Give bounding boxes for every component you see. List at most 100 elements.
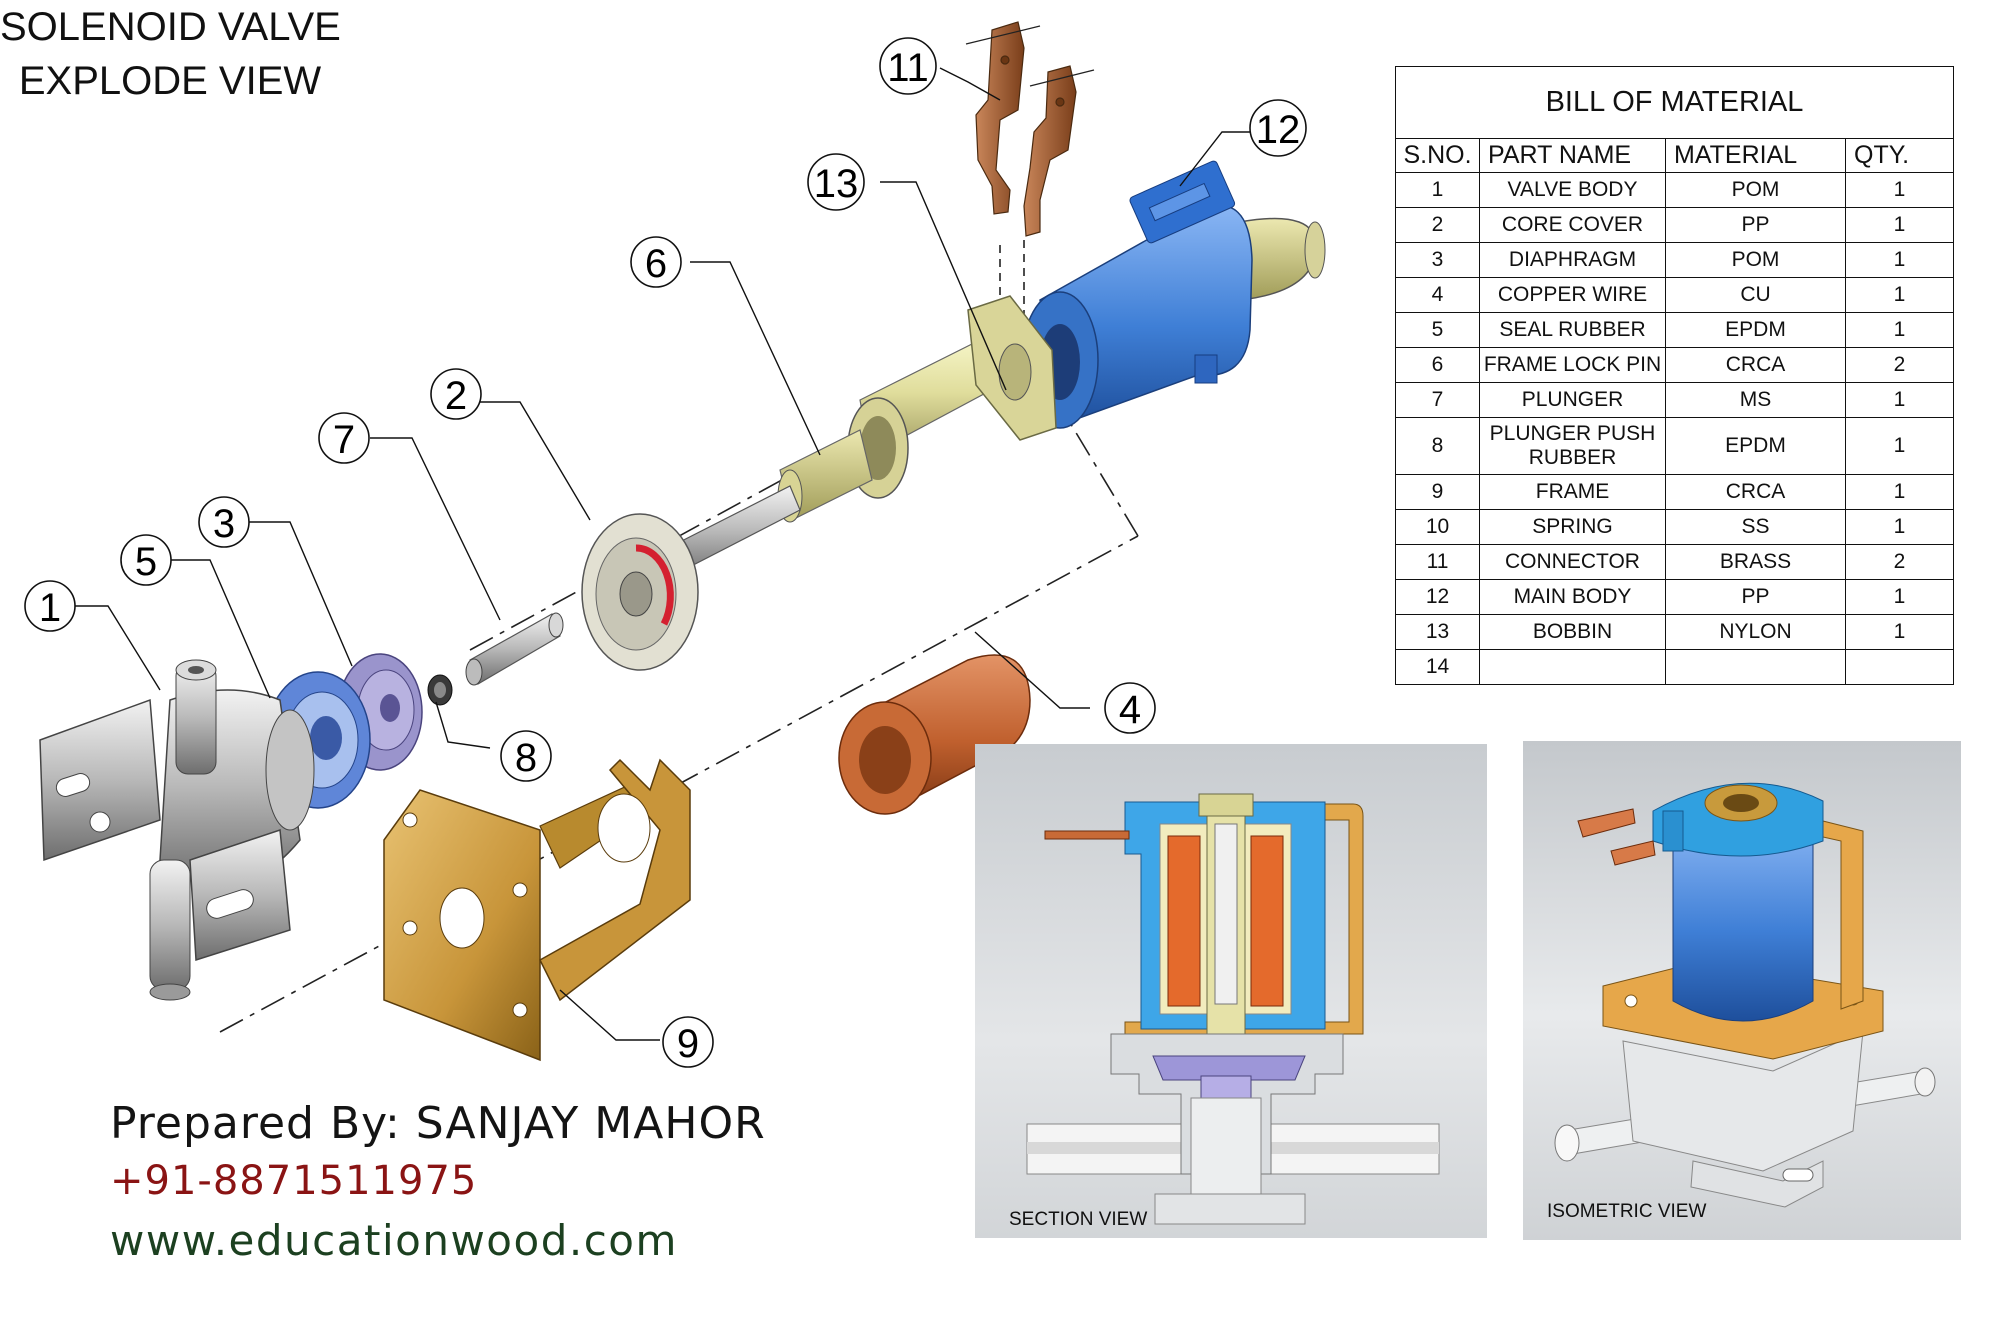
bom-cell-name-line-2: RUBBER (1528, 446, 1617, 469)
bom-row: 14 (1395, 649, 1954, 685)
bom-cell-material (1665, 649, 1846, 685)
svg-text:2: 2 (445, 374, 467, 418)
bom-cell-name: VALVE BODY (1479, 172, 1666, 208)
bom-cell-sno: 10 (1395, 509, 1480, 545)
svg-text:9: 9 (677, 1022, 699, 1066)
section-view-caption: SECTION VIEW (1009, 1209, 1148, 1230)
bom-cell-qty: 1 (1845, 172, 1954, 208)
bom-cell-name: FRAME (1479, 474, 1666, 510)
phone-number: +91-8871511975 (110, 1158, 478, 1204)
bom-cell-sno: 4 (1395, 277, 1480, 313)
balloon-13: 13 (807, 153, 865, 211)
callout-balloons: 1 5 3 7 2 6 13 11 12 8 4 9 (24, 37, 1307, 1068)
bom-cell-material: EPDM (1665, 417, 1846, 475)
bom-cell-name (1479, 649, 1666, 685)
balloon-4: 4 (1104, 682, 1156, 734)
prepared-by: Prepared By: SANJAY MAHOR (110, 1098, 766, 1149)
bom-cell-sno: 3 (1395, 242, 1480, 278)
section-view-drawing (1026, 793, 1440, 1225)
isometric-view-caption: ISOMETRIC VIEW (1547, 1201, 1707, 1222)
svg-text:3: 3 (213, 502, 235, 546)
bom-cell-material: BRASS (1665, 544, 1846, 580)
svg-text:5: 5 (135, 540, 157, 584)
bom-cell-sno: 9 (1395, 474, 1480, 510)
bom-cell-name: COPPER WIRE (1479, 277, 1666, 313)
bom-cell-name: FRAME LOCK PIN (1479, 347, 1666, 383)
section-view-panel: SECTION VIEW (975, 744, 1487, 1238)
bom-cell-name: PLUNGER (1479, 382, 1666, 418)
bom-cell-sno: 5 (1395, 312, 1480, 348)
bom-cell-name-line-1: PLUNGER PUSH (1489, 422, 1656, 445)
bom-header-sno: S.NO. (1395, 138, 1480, 173)
bom-cell-sno: 6 (1395, 347, 1480, 383)
bom-cell-sno: 2 (1395, 207, 1480, 243)
bom-cell-qty: 2 (1845, 544, 1954, 580)
isometric-view-panel: ISOMETRIC VIEW (1523, 741, 1961, 1240)
bom-cell-name: SPRING (1479, 509, 1666, 545)
bom-cell-qty: 1 (1845, 382, 1954, 418)
balloon-2: 2 (430, 368, 482, 420)
part-frame (383, 758, 691, 1062)
bom-cell-name: MAIN BODY (1479, 579, 1666, 615)
bom-cell-qty: 1 (1845, 614, 1954, 650)
svg-text:7: 7 (333, 418, 355, 462)
part-copper-wire (838, 654, 1031, 815)
bom-cell-name: BOBBIN (1479, 614, 1666, 650)
drawing-title: SOLENOID VALVE EXPLODE VIEW (0, 0, 341, 108)
balloon-9: 9 (662, 1016, 714, 1068)
bom-cell-sno: 13 (1395, 614, 1480, 650)
balloon-11: 11 (879, 37, 937, 95)
bom-title: BILL OF MATERIAL (1395, 66, 1954, 139)
part-core-cover (581, 485, 801, 671)
svg-text:4: 4 (1119, 688, 1141, 732)
bom-header-material: MATERIAL (1665, 138, 1846, 173)
bom-cell-qty: 2 (1845, 347, 1954, 383)
bom-cell-name: SEAL RUBBER (1479, 312, 1666, 348)
exploded-view-drawing: 1 5 3 7 2 6 13 11 12 8 4 9 (24, 21, 1326, 1068)
svg-text:8: 8 (515, 736, 537, 780)
bom-cell-qty: 1 (1845, 579, 1954, 615)
bill-of-material-table: BILL OF MATERIAL S.NO. PART NAME MATERIA… (1395, 66, 1954, 685)
balloon-8: 8 (500, 730, 552, 782)
bom-cell-material: CU (1665, 277, 1846, 313)
bom-cell-material: EPDM (1665, 312, 1846, 348)
bom-cell-sno: 7 (1395, 382, 1480, 418)
bom-cell-material: CRCA (1665, 347, 1846, 383)
bom-cell-qty: 1 (1845, 417, 1954, 475)
part-plunger (465, 612, 564, 686)
bom-cell-material: MS (1665, 382, 1846, 418)
part-bobbin (847, 295, 1057, 499)
bom-header-part-name: PART NAME (1479, 138, 1666, 173)
svg-text:1: 1 (39, 586, 61, 630)
website: www.educationwood.com (110, 1216, 678, 1265)
balloon-3: 3 (198, 496, 250, 548)
part-valve-body (39, 659, 315, 1001)
bom-cell-material: PP (1665, 207, 1846, 243)
bom-cell-qty (1845, 649, 1954, 685)
bom-cell-sno: 11 (1395, 544, 1480, 580)
bom-header-qty: QTY. (1845, 138, 1954, 173)
bom-cell-name: CONNECTOR (1479, 544, 1666, 580)
balloon-5: 5 (120, 534, 172, 586)
part-plunger-push-rubber (427, 674, 453, 706)
bom-cell-material: NYLON (1665, 614, 1846, 650)
bom-cell-name: DIAPHRAGM (1479, 242, 1666, 278)
title-line-1: SOLENOID VALVE (0, 5, 341, 49)
part-diaphragm (337, 653, 423, 771)
bom-cell-material: CRCA (1665, 474, 1846, 510)
balloon-7: 7 (318, 412, 370, 464)
bom-cell-qty: 1 (1845, 312, 1954, 348)
svg-text:12: 12 (1256, 108, 1301, 152)
bom-cell-qty: 1 (1845, 242, 1954, 278)
